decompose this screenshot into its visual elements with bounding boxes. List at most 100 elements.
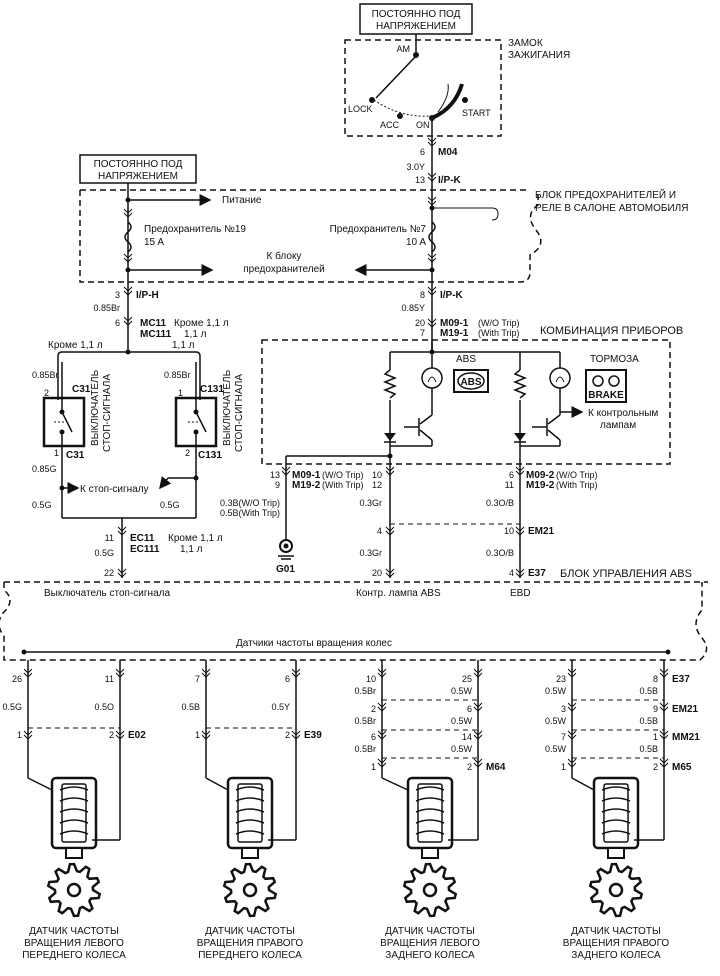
sensor-label-line-2: ВРАЩЕНИЯ ПРАВОГО	[563, 938, 670, 949]
ignition-label-2: ЗАЖИГАНИЯ	[508, 50, 570, 61]
ign-acc: ACC	[380, 120, 400, 130]
to-block-1: К блоку	[267, 250, 302, 262]
ecu-stop-switch: Выключатель стоп-сигнала	[44, 588, 170, 599]
pin-6-top: 6	[420, 147, 425, 157]
sensor-wire1-b: 0.5W	[451, 686, 473, 696]
sensor-pin-top-a: 10	[366, 674, 376, 684]
mc-only: 1,1 л	[184, 329, 207, 340]
const-power-box-top: ПОСТОЯННО ПОД НАПРЯЖЕНИЕМ	[359, 3, 473, 35]
to-stop-left: К стоп-сигналу	[80, 484, 149, 495]
sensor-wire1-b: 0.5B	[639, 686, 658, 696]
wire-03b: 0.3B(W/O Trip)	[220, 498, 280, 508]
pin-9-abs: 9	[275, 480, 280, 490]
sensor-conn: E39	[304, 730, 322, 741]
sensor-label-line-1: ДАТЧИК ЧАСТОТЫ	[205, 926, 295, 937]
brake-symbol	[585, 369, 627, 403]
sensor-wire2-b: 0.5W	[451, 716, 473, 726]
pin-12-abs: 12	[372, 480, 382, 490]
const-power-box-left: ПОСТОЯННО ПОД НАПРЯЖЕНИЕМ	[79, 154, 197, 184]
sensor-pin-bottom-a: 1	[561, 762, 566, 772]
fuse-19-name: Предохранитель №19	[144, 224, 246, 235]
fuse-19-symbol	[124, 221, 132, 253]
fusebox-label-2: РЕЛЕ В САЛОНЕ АВТОМОБИЛЯ	[535, 203, 688, 214]
sensor-pin-bottom-a: 1	[195, 730, 200, 740]
c31-pin-1: 1	[54, 448, 59, 458]
c131-bottom: C131	[198, 450, 222, 461]
c131-pin-1: 1	[178, 388, 183, 398]
ground-label: G01	[276, 564, 295, 575]
ignition-switch: AM LOCK ACC ON START	[344, 34, 502, 137]
sensor-pin-m2-b: 1	[653, 732, 658, 742]
sensor-coil	[50, 776, 98, 850]
sensor-wire-a: 0.5G	[2, 702, 22, 712]
sensor-label-line-3: ЗАДНЕГО КОЛЕСА	[571, 950, 661, 961]
sensor-wire-b: 0.5O	[94, 702, 114, 712]
fuse-7-name: Предохранитель №7	[330, 224, 427, 235]
ecu-wheel-sensors: Датчики частоты вращения колес	[236, 638, 392, 649]
pin-6-abs: 6	[509, 470, 514, 480]
conn-m191-top: M19-1	[440, 328, 469, 339]
pin-13-abs: 13	[270, 470, 280, 480]
const-power-left-line1: ПОСТОЯННО ПОД	[94, 159, 183, 170]
wire-05g-l: 0.5G	[32, 500, 52, 510]
ground-g01	[278, 539, 294, 560]
c31-pin-2: 2	[44, 388, 49, 398]
sensor-coil	[406, 776, 454, 850]
wire-085br-r: 0.85Br	[164, 370, 191, 380]
pin-3: 3	[115, 290, 120, 300]
sensor-label-line-1: ДАТЧИК ЧАСТОТЫ	[385, 926, 475, 937]
wire-05b: 0.5B(With Trip)	[220, 508, 280, 518]
wire-085g: 0.85G	[32, 464, 57, 474]
fuse-7-symbol	[428, 221, 436, 253]
const-power-left-line2: НАПРЯЖЕНИЕМ	[98, 171, 178, 182]
sensor-wire2-b: 0.5B	[639, 716, 658, 726]
sensor-wire3-a: 0.5Br	[354, 744, 376, 754]
conn-m092: M09-2	[526, 470, 555, 481]
sensor-coil	[592, 776, 640, 850]
sensor-label-line-3: ПЕРЕДНЕГО КОЛЕСА	[22, 950, 126, 961]
ecu-abs-lamp: Контр. лампа ABS	[356, 588, 441, 599]
conn-ipk-mid: I/P-K	[440, 290, 464, 301]
abs-lamp-bulb	[421, 367, 443, 389]
const-power-top-line2: НАПРЯЖЕНИЕМ	[376, 21, 456, 32]
sensor-label-line-3: ЗАДНЕГО КОЛЕСА	[385, 950, 475, 961]
sensor-pin-bottom-b: 2	[285, 730, 290, 740]
sensor-pin-bottom-b: 2	[467, 762, 472, 772]
conn-ipk-top: I/P-K	[438, 175, 462, 186]
wo-trip-abs: (W/O Trip)	[322, 470, 364, 480]
sensor-pin-top-a: 7	[195, 674, 200, 684]
c131-top: C131	[200, 384, 224, 395]
sensor-conn: E02	[128, 730, 146, 741]
sensor-conn: M64	[486, 762, 506, 773]
ignition-label-1: ЗАМОК	[508, 38, 543, 49]
wire-03ob-a: 0.3O/B	[486, 498, 514, 508]
sensor-label-line-2: ВРАЩЕНИЯ ЛЕВОГО	[24, 938, 124, 949]
pin-10b-abs: 10	[504, 526, 514, 536]
sensor-pin-top-b: 25	[462, 674, 472, 684]
wire-05g-b: 0.5G	[94, 548, 114, 558]
sensor-pin-m1-b: 9	[653, 704, 658, 714]
cluster-label: КОМБИНАЦИЯ ПРИБОРОВ	[540, 325, 683, 337]
sensor-pin-top-a: 23	[556, 674, 566, 684]
const-power-top-line1: ПОСТОЯННО ПОД	[372, 9, 461, 20]
to-lamps-1: К контрольным	[588, 408, 658, 419]
pin-20-cl: 20	[415, 318, 425, 328]
ecu-outline	[0, 581, 708, 661]
fuse-power: Питание	[222, 195, 262, 206]
sensor-pin-top-b: 8	[653, 674, 658, 684]
with-trip-abs: (With Trip)	[322, 480, 364, 490]
conn-mc11: MC11	[140, 318, 167, 329]
sensor-pin-m2-b: 14	[462, 732, 472, 742]
abs-symbol-text: ABS	[460, 377, 481, 388]
sw-label-left-1: ВЫКЛЮЧАТЕЛЬ	[90, 369, 101, 446]
wire-03gr-b: 0.3Gr	[359, 548, 382, 558]
sensor-label-line-1: ДАТЧИК ЧАСТОТЫ	[29, 926, 119, 937]
conn-iph: I/P-H	[136, 290, 159, 301]
sensor-conn-m1: EM21	[672, 704, 699, 715]
pin-6-mc: 6	[115, 318, 120, 328]
cluster-outline	[261, 339, 671, 465]
only-right: 1,1 л	[172, 340, 195, 351]
sensor-pin-m2-a: 7	[561, 732, 566, 742]
